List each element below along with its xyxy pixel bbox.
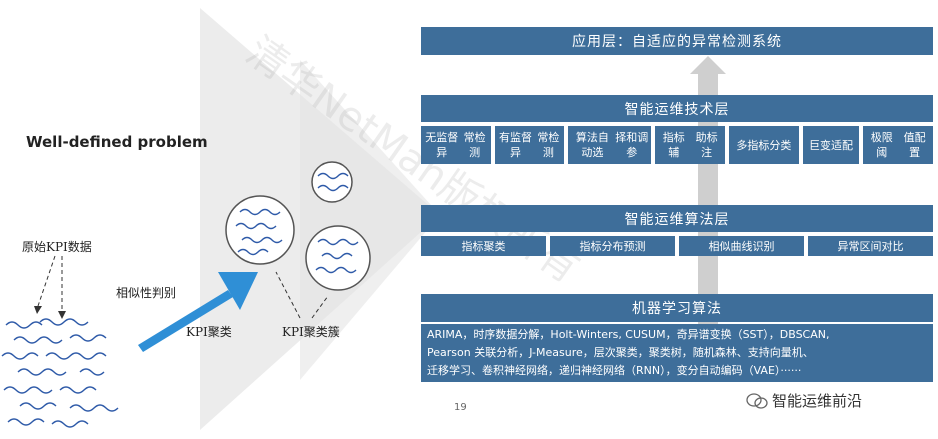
algo-cell: 相似曲线识别 (679, 236, 804, 256)
kpi-cluster-label: KPI聚类 (186, 325, 232, 339)
brand-footer: 智能运维前沿 (746, 390, 862, 411)
tech-cell: 巨变适配 (802, 126, 860, 164)
algo-cell: 指标聚类 (421, 236, 546, 256)
tech-cell: 有监督异常检测 (494, 126, 565, 164)
tech-layer-cells: 无监督异常检测 有监督异常检测 算法自动选择和调参 指标辅助标注 多指标分类 巨… (421, 126, 934, 164)
algo-cell: 指标分布预测 (550, 236, 675, 256)
tech-cell: 算法自动选择和调参 (568, 126, 652, 164)
app-layer-bar: 应用层：自适应的异常检测系统 (421, 27, 933, 55)
ml-algorithms-line: ARIMA，时序数据分解，Holt-Winters, CUSUM，奇异谱变换（S… (427, 328, 830, 341)
page-number: 19 (454, 402, 467, 413)
algo-layer-title: 智能运维算法层 (421, 205, 933, 232)
ml-algorithms-box: ARIMA，时序数据分解，Holt-Winters, CUSUM，奇异谱变换（S… (421, 324, 933, 382)
kpi-cluster-group-label: KPI聚类簇 (282, 325, 340, 339)
tech-cell: 极限阈值配置 (863, 126, 934, 164)
raw-data-dashed-arrows (37, 255, 63, 312)
wechat-icon (746, 392, 768, 409)
ml-algorithms-line: Pearson 关联分析，J-Measure，层次聚类，聚类树，随机森林、支持向… (427, 346, 814, 359)
headline: Well-defined problem (26, 133, 208, 151)
algo-layer-cells: 指标聚类 指标分布预测 相似曲线识别 异常区间对比 (421, 236, 933, 256)
raw-kpi-squiggles (1, 318, 119, 428)
cluster-circles (225, 161, 371, 291)
tech-cell: 无监督异常检测 (421, 126, 491, 164)
ml-algorithms-line: 迁移学习、卷积神经网络，递归神经网络（RNN），变分自动编码（VAE）·····… (427, 364, 802, 377)
cluster-squiggles (235, 172, 359, 274)
raw-kpi-label: 原始KPI数据 (22, 240, 92, 254)
tech-cell: 指标辅助标注 (655, 126, 726, 164)
algo-cell: 异常区间对比 (808, 236, 933, 256)
cluster-arrow (138, 272, 258, 352)
tech-cell: 多指标分类 (729, 126, 799, 164)
cluster-dashed-arrows (275, 271, 329, 319)
tech-layer-title: 智能运维技术层 (421, 95, 933, 122)
similarity-label: 相似性判别 (116, 286, 177, 300)
ml-layer-title: 机器学习算法 (421, 294, 933, 322)
brand-name: 智能运维前沿 (772, 392, 863, 410)
